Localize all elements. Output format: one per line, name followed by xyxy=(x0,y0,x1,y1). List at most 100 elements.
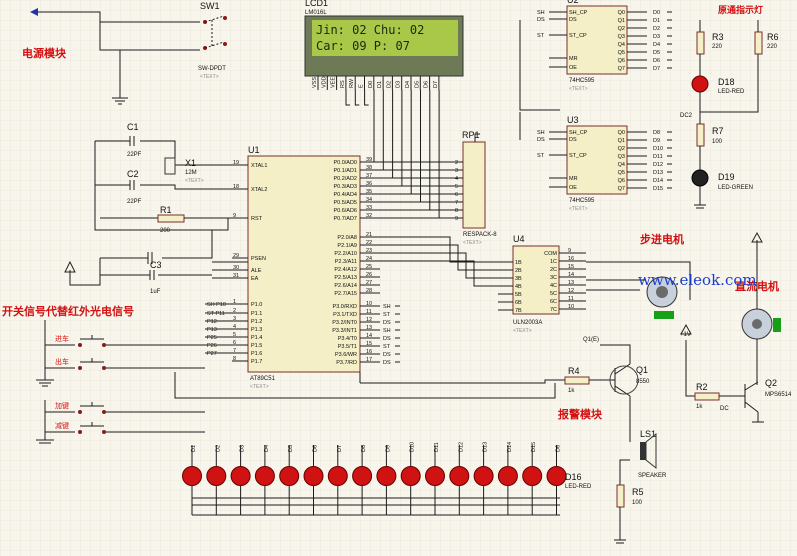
u1-pin-number: 1 xyxy=(233,299,236,305)
u4-pin-number: 14 xyxy=(568,272,574,278)
u3-net: D9 xyxy=(653,138,660,144)
led-icon xyxy=(230,466,251,486)
u1-pin-number: 24 xyxy=(366,256,372,262)
ls1-val: SPEAKER xyxy=(638,473,667,479)
push-button[interactable]: 出车 xyxy=(55,357,205,370)
lcd-ref: LCD1 xyxy=(305,0,328,8)
rp1-pin-number: 3 xyxy=(455,168,458,174)
button-label: 出车 xyxy=(55,357,69,366)
u1-part: AT89C51 xyxy=(250,376,276,382)
lcd-part: LM016L xyxy=(305,10,327,16)
u3-pin-label: DS xyxy=(569,137,577,143)
u1-pin-label: P3.0/RXD xyxy=(333,304,357,310)
rp1-pin-number: 6 xyxy=(455,192,458,198)
u1-pin-number: 28 xyxy=(366,288,372,294)
u1-p3-net: DS xyxy=(383,360,391,366)
power-terminal-icon xyxy=(30,8,38,16)
led-icon xyxy=(352,466,373,486)
led-label: D5 xyxy=(288,445,294,452)
d16-val: LED-RED xyxy=(565,484,592,490)
u2-pin-label: Q6 xyxy=(618,58,625,64)
dc-driver: +1V R2 1k DC Q2 MPS6514 xyxy=(680,323,792,423)
u1-p1-net: ST P11 xyxy=(207,311,225,317)
u3-pin-label: Q3 xyxy=(618,154,625,160)
push-button[interactable]: 进车 xyxy=(55,334,205,347)
d18-val: LED-RED xyxy=(718,89,745,95)
u2-net: D0 xyxy=(653,10,660,16)
led-icon xyxy=(279,466,300,486)
push-button[interactable]: 减键 xyxy=(55,421,205,434)
u1-pin-number: 15 xyxy=(366,341,372,347)
ls1-ref: LS1 xyxy=(640,429,656,439)
c1-ref: C1 xyxy=(127,122,139,132)
u3-net: SH xyxy=(537,130,545,136)
u1-pin-label: P3.5/T1 xyxy=(338,344,357,350)
u2-net: DS xyxy=(537,17,545,23)
u1-pin-label: P2.5/A13 xyxy=(334,275,357,281)
u4-pin-label: 4B xyxy=(515,284,522,290)
lcd-pin-label: D2 xyxy=(386,81,392,88)
d18-ref: D18 xyxy=(718,77,735,87)
r3-ref: R3 xyxy=(712,32,724,42)
dc2-label: DC2 xyxy=(680,113,693,119)
u1-pin-label: P1.4 xyxy=(251,335,262,341)
r3-val: 220 xyxy=(712,44,723,50)
lcd-pin-label: D3 xyxy=(396,81,402,88)
sw1-switch[interactable]: SW1 SW-DPDT <TEXT> xyxy=(198,1,227,80)
u2-pin-label: Q5 xyxy=(618,50,625,56)
led-label: D6 xyxy=(313,445,319,452)
u1-pin-label: P3.3/INT1 xyxy=(332,328,357,334)
u1-pin-number: 35 xyxy=(366,189,372,195)
vcc-arrow-icon xyxy=(64,260,76,273)
u1-pin-label: P2.0/A8 xyxy=(337,235,357,241)
u1-p1-net: P26 xyxy=(207,343,217,349)
u3-pin-label: Q4 xyxy=(618,162,625,168)
u4-pin-number: 12 xyxy=(568,288,574,294)
x1-ref: X1 xyxy=(185,158,196,168)
u3-net: D8 xyxy=(653,130,660,136)
u3-net: D11 xyxy=(653,154,663,160)
u1-pin-number: 25 xyxy=(366,264,372,270)
rp1-pin-number: 7 xyxy=(455,200,458,206)
u1-pin-number: 21 xyxy=(366,232,372,238)
ground-icon xyxy=(112,97,128,105)
u1-pin-label: PSEN xyxy=(251,256,266,262)
u2-pin-label: ST_CP xyxy=(569,33,587,39)
u4-pin-label: 7C xyxy=(550,307,557,313)
u2-net: D3 xyxy=(653,34,660,40)
u2-pin-label: Q0 xyxy=(618,10,625,16)
c3-ref: C3 xyxy=(150,260,162,270)
u1-pin-label: P0.1/AD1 xyxy=(333,168,357,174)
r4-val: 1k xyxy=(568,388,575,394)
u2-pin-label: MR xyxy=(569,56,578,62)
u1-pin-label: P2.4/A12 xyxy=(334,267,357,273)
u1-p3-net: DS xyxy=(383,336,391,342)
lcd-pin-label: RS xyxy=(340,80,346,88)
watermark-text: www.eleok.com xyxy=(638,271,757,289)
u1-pin-label: P0.6/AD6 xyxy=(333,208,357,214)
u1-p3-net: ST xyxy=(383,344,391,350)
lcd-pin-label: D1 xyxy=(377,81,383,88)
u2-text: <TEXT> xyxy=(569,86,588,92)
u3-pin-label: Q5 xyxy=(618,170,625,176)
u1-pin-label: ALE xyxy=(251,268,262,274)
x1-text: <TEXT> xyxy=(185,178,204,184)
u3-pin-label: SH_CP xyxy=(569,130,588,136)
u1-pin-label: P3.6/WR xyxy=(335,352,357,358)
u1-pin-number: 11 xyxy=(366,309,372,315)
led-icon xyxy=(303,466,324,486)
led-label: D2 xyxy=(215,445,221,452)
sw1-text: <TEXT> xyxy=(200,74,219,80)
u2-part: 74HC595 xyxy=(569,78,595,84)
u3-text: <TEXT> xyxy=(569,206,588,212)
u1-pin-label: P1.5 xyxy=(251,343,262,349)
u1-pin-label: P2.7/A15 xyxy=(334,291,357,297)
d16-ref: D16 xyxy=(565,472,582,482)
u1-pin-label: P0.3/AD3 xyxy=(333,184,357,190)
u1-pin-number: 8 xyxy=(233,356,236,362)
led-icon xyxy=(546,466,567,486)
rp1-part: RESPACK-8 xyxy=(463,232,497,238)
push-button[interactable]: 加键 xyxy=(55,401,205,414)
ir-note-label: 开关信号代替红外光电信号 xyxy=(2,304,134,318)
